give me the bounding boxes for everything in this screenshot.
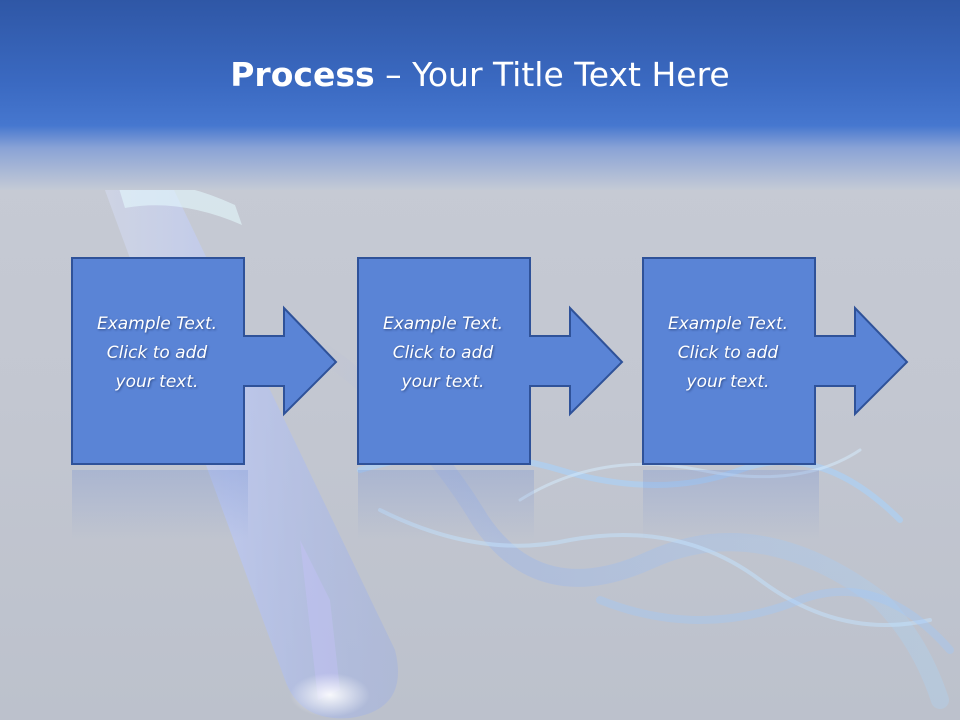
process-step-1[interactable]: Example Text. Click to add your text.	[70, 256, 338, 468]
step-reflection	[358, 470, 534, 540]
step-text: Example Text. Click to add your text.	[362, 310, 524, 397]
step-reflection	[643, 470, 819, 540]
arrow-box-outline	[71, 257, 338, 465]
header-band	[0, 0, 960, 190]
step-text: Example Text. Click to add your text.	[647, 310, 809, 397]
arrow-box-outline	[642, 257, 909, 465]
step-text-line: Click to add	[677, 343, 779, 363]
step-text-line: your text.	[686, 372, 770, 392]
title-rest: – Your Title Text Here	[374, 55, 730, 94]
step-text-line: your text.	[401, 372, 485, 392]
step-text-line: Example Text.	[667, 314, 789, 334]
step-text-line: Click to add	[392, 343, 494, 363]
step-text-line: Example Text.	[382, 314, 504, 334]
slide-title[interactable]: Process – Your Title Text Here	[0, 50, 960, 100]
process-step-3[interactable]: Example Text. Click to add your text.	[641, 256, 909, 468]
title-bold: Process	[230, 55, 375, 94]
step-text-line: Example Text.	[96, 314, 218, 334]
step-reflection	[72, 470, 248, 540]
arrow-box-outline	[357, 257, 624, 465]
step-text-line: your text.	[115, 372, 199, 392]
arrow-box-shape	[642, 257, 909, 465]
step-text-line: Click to add	[106, 343, 208, 363]
process-step-2[interactable]: Example Text. Click to add your text.	[356, 256, 624, 468]
arrow-box-shape	[357, 257, 624, 465]
step-text: Example Text. Click to add your text.	[76, 310, 238, 397]
arrow-box-shape	[71, 257, 338, 465]
